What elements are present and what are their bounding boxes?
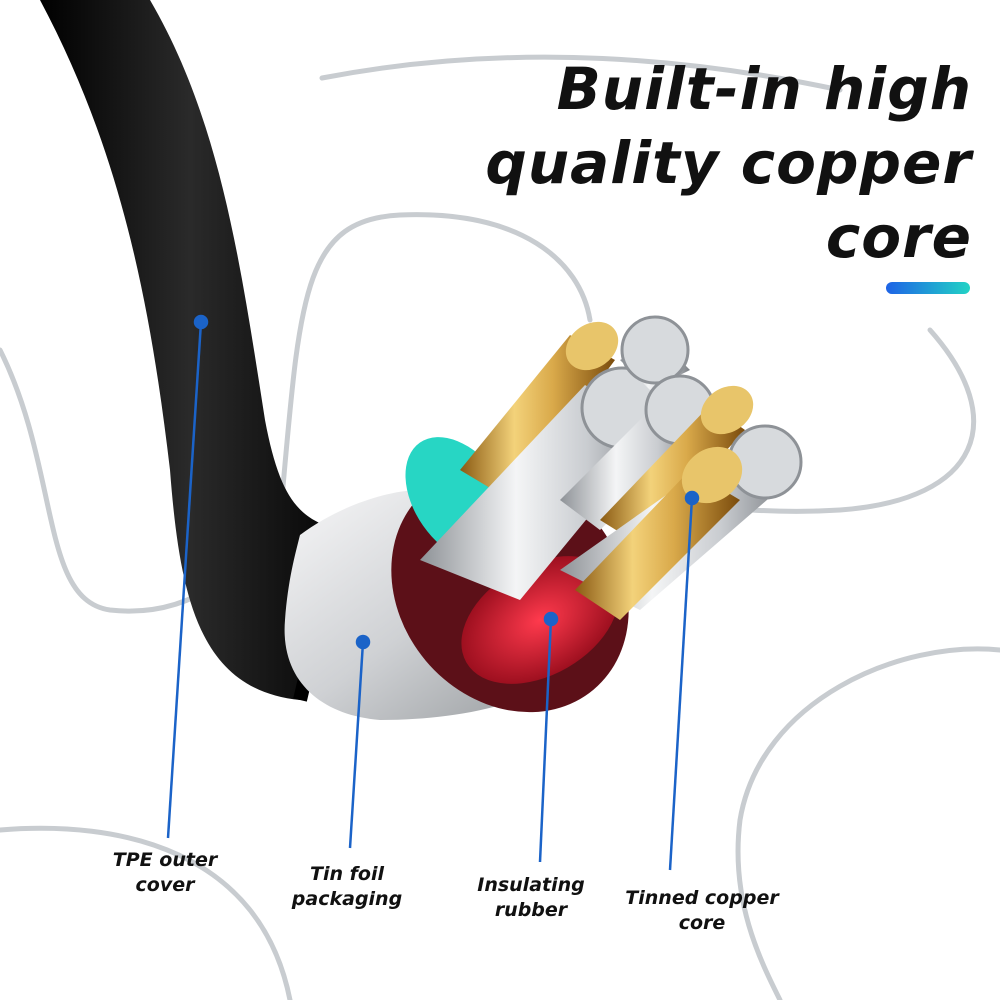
label-tinned-copper-core: Tinned copper core [612, 886, 792, 936]
accent-bar [886, 282, 970, 294]
label-insulating-rubber: Insulating rubber [466, 873, 596, 923]
headline-line-1: Built-in high [556, 55, 972, 123]
label-foil-line-1: Tin foil [310, 863, 384, 885]
background-wires [0, 54, 1000, 1000]
callout-dot-copper [684, 490, 700, 506]
label-tpe-outer-cover: TPE outer cover [100, 848, 230, 898]
callout-dot-foil [355, 634, 371, 650]
headline: Built-in high quality copper core [412, 52, 972, 274]
copper-cores [420, 315, 803, 620]
label-foil-line-2: packaging [291, 888, 403, 910]
headline-line-2: quality copper [485, 129, 972, 197]
callout-dot-tpe [193, 314, 209, 330]
callout-lines [166, 314, 700, 871]
label-rubber-line-1: Insulating [477, 874, 585, 896]
callout-dot-rubber [543, 611, 559, 627]
label-copper-line-2: core [678, 912, 726, 934]
headline-line-3: core [825, 203, 972, 271]
label-copper-line-1: Tinned copper [625, 887, 779, 909]
label-tpe-line-2: cover [135, 874, 195, 896]
label-tin-foil-packaging: Tin foil packaging [272, 862, 422, 912]
label-tpe-line-1: TPE outer [112, 849, 218, 871]
label-rubber-line-2: rubber [494, 899, 568, 921]
